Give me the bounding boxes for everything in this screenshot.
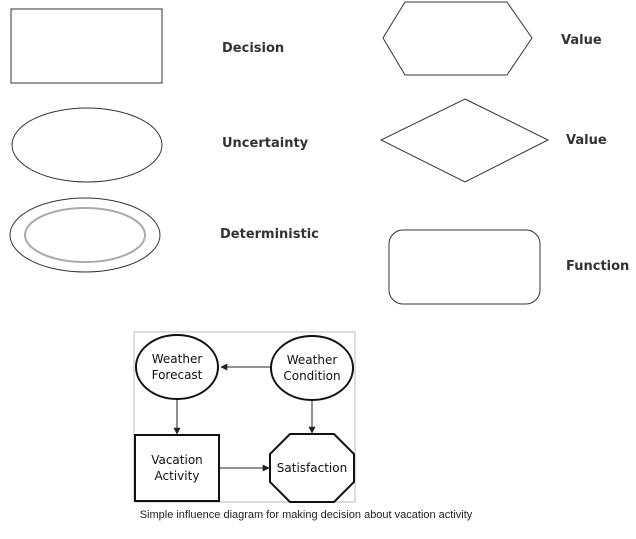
function-label: Function	[566, 259, 629, 274]
uncertainty-oval-symbol	[11, 107, 163, 183]
decision-rectangle-symbol	[10, 8, 163, 84]
weather-condition-label-line1: Weather	[287, 353, 338, 367]
weather-forecast-label-line1: Weather	[152, 352, 203, 366]
vacation-activity-rectangle	[134, 434, 220, 502]
weather-condition-node: Weather Condition	[270, 335, 354, 401]
value-hexagon-label: Value	[561, 33, 602, 48]
deterministic-inner-oval-symbol	[24, 207, 146, 263]
vacation-activity-label-line2: Activity	[155, 469, 200, 483]
value-diamond-symbol	[379, 98, 550, 183]
satisfaction-node: Satisfaction	[269, 433, 355, 503]
weather-condition-label-line2: Condition	[283, 369, 340, 383]
value-hexagon-symbol	[382, 1, 533, 76]
decision-label: Decision	[222, 41, 284, 56]
weather-condition-oval	[270, 335, 354, 401]
satisfaction-octagon	[269, 433, 355, 503]
diagram-caption: Simple influence diagram for making deci…	[140, 509, 473, 521]
value-diamond-label: Value	[566, 133, 607, 148]
weather-forecast-label-line2: Forecast	[152, 368, 203, 382]
satisfaction-label: Satisfaction	[277, 461, 347, 475]
deterministic-label: Deterministic	[220, 227, 319, 242]
uncertainty-label: Uncertainty	[222, 136, 309, 151]
deterministic-outer-oval-symbol	[9, 197, 161, 273]
vacation-activity-node: Vacation Activity	[134, 434, 220, 502]
function-rounded-rectangle-symbol	[388, 229, 541, 305]
vacation-activity-label-line1: Vacation	[151, 453, 203, 467]
weather-forecast-node: Weather Forecast	[135, 334, 219, 400]
weather-forecast-oval	[135, 334, 219, 400]
